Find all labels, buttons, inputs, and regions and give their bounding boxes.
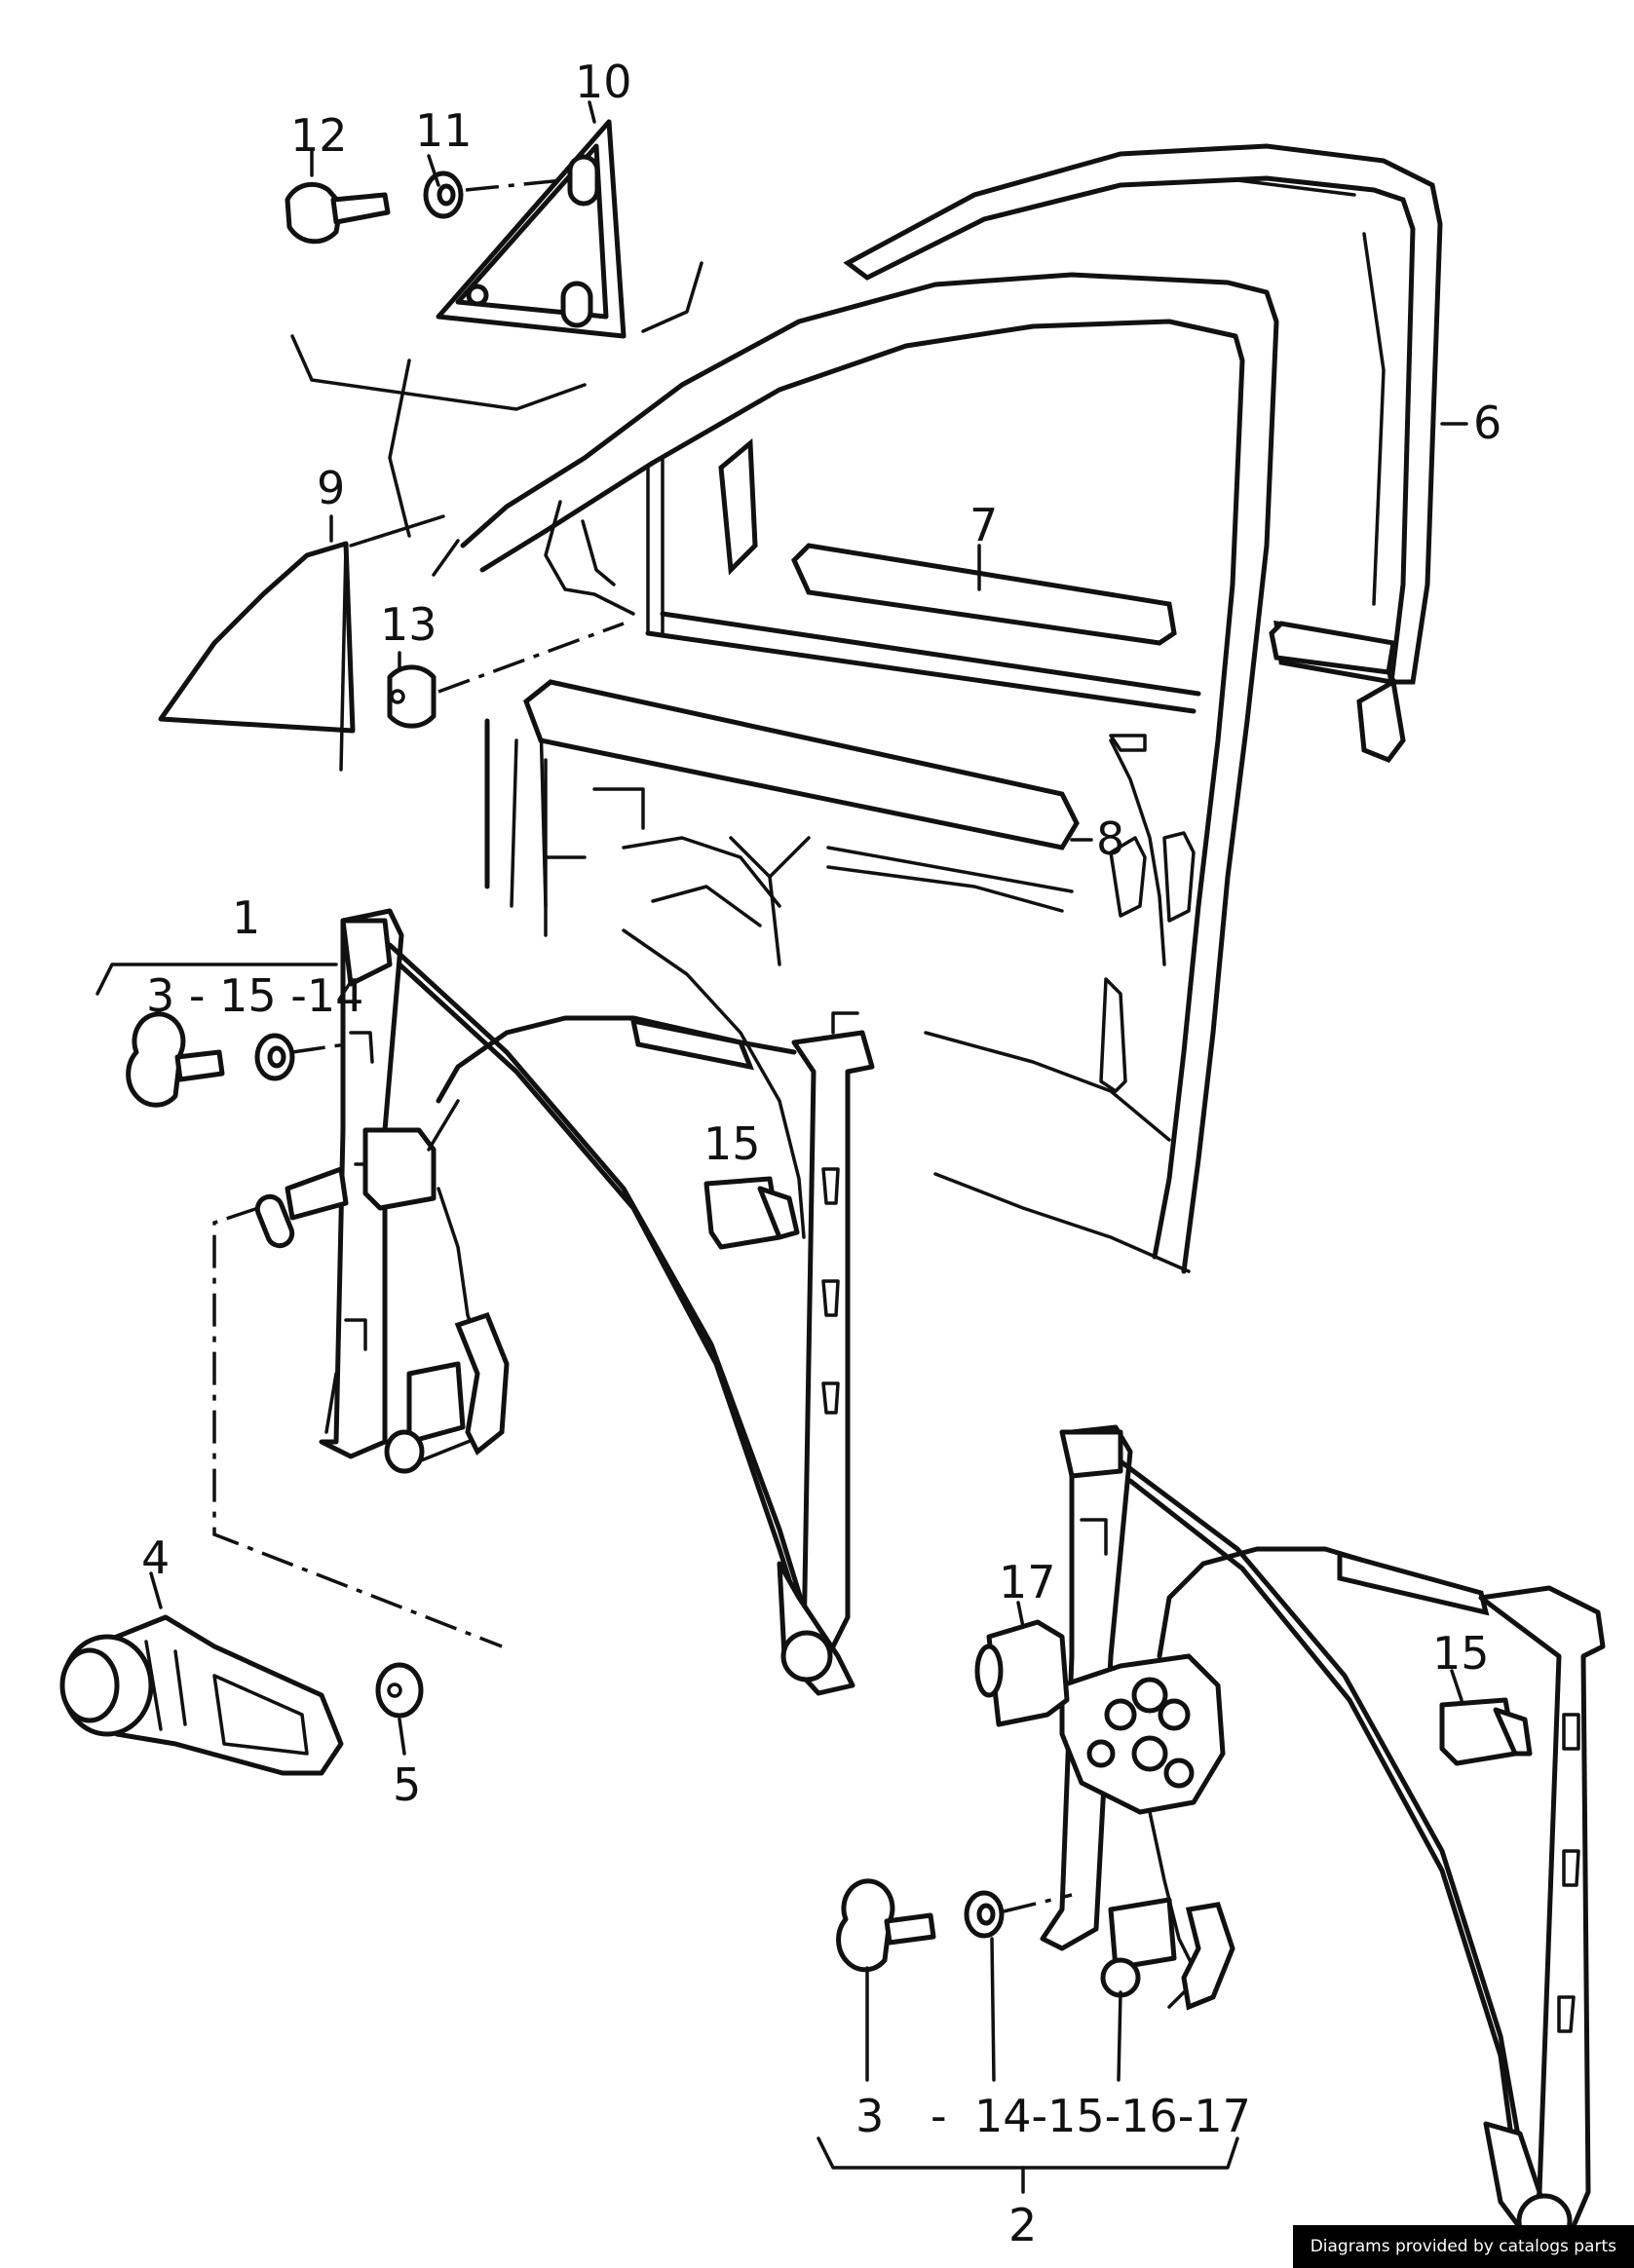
bracket-1 [95,963,338,996]
window-regulator-electric [974,1424,1606,2249]
window-strips [523,437,1396,850]
leader-11 [465,178,564,192]
callout-3-15-14: 3 - 15 -14 [146,969,363,1022]
callout-2: 2 [1008,2199,1037,2251]
callout-15-upper: 15 [703,1117,761,1170]
callout-9: 9 [317,462,345,514]
cap-5 [375,1662,424,1719]
screw-12 [285,181,391,245]
callout-11: 11 [415,104,473,157]
washer-11 [423,170,464,219]
window-crank-handle [59,1614,344,1776]
callout-12: 12 [290,109,348,162]
front-corner-trim [158,500,635,772]
callout-7: 7 [969,499,998,551]
leader-lines [310,100,1468,842]
callout-4: 4 [141,1531,170,1584]
callout-3-lower: 3 [855,2090,884,2142]
callout-labels: 10 12 11 6 9 7 13 8 1 3 - 15 -14 15 4 5 … [141,56,1501,2251]
callout-10: 10 [575,56,632,108]
screw-3-lower [836,1878,1005,1973]
callout-8: 8 [1096,813,1124,865]
grommet-13 [387,664,437,729]
callout-14-15-16-17: 14-15-16-17 [974,2090,1251,2142]
callout-dash: - [931,2090,947,2142]
callout-13: 13 [380,598,437,651]
credit-badge: Diagrams provided by catalogs parts [1292,2225,1634,2268]
leader-screw-upper [291,1042,347,1054]
callout-1: 1 [232,891,260,944]
callout-5: 5 [393,1758,421,1811]
crank-axis [212,1206,503,1648]
leader-lines-lower [817,1601,1463,2194]
screw-3-upper [126,1011,295,1108]
leader-4 [149,1571,163,1609]
door-frame [460,272,1279,1274]
window-regulator-manual [254,908,875,1696]
small-triangle-window [290,119,703,538]
leader-13 [437,622,625,694]
callout-17: 17 [999,1556,1056,1608]
callout-15-lower: 15 [1432,1627,1490,1680]
leader-screw-lower [1003,1893,1073,1913]
clip-15-lower [1439,1697,1533,1766]
callout-6: 6 [1473,397,1501,449]
clip-15-upper [703,1176,800,1250]
leader-5 [398,1718,406,1756]
